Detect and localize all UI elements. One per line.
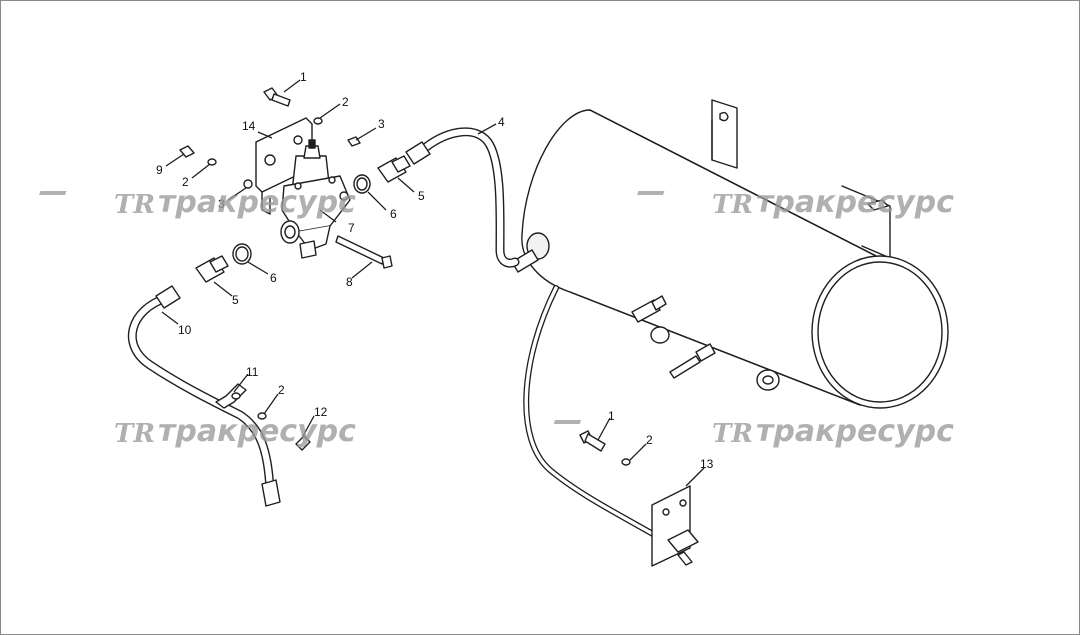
callout-3-left: 3 bbox=[218, 197, 225, 211]
callout-12: 12 bbox=[314, 405, 328, 419]
watermark-logo: TR bbox=[712, 419, 753, 449]
drain-line bbox=[523, 285, 663, 541]
callout-1-top: 1 bbox=[300, 70, 307, 84]
bolt-1-lower bbox=[579, 430, 631, 466]
watermark-top-right: TR тракресурс bbox=[637, 185, 954, 220]
bolt-1-top bbox=[263, 87, 361, 147]
callout-5-lower: 5 bbox=[232, 293, 239, 307]
callout-2-left: 2 bbox=[182, 175, 189, 189]
watermark-bottom-right: TR тракресурс bbox=[553, 414, 954, 449]
callout-labels: 1 2 3 14 9 2 3 7 6 5 4 8 6 5 10 11 2 12 … bbox=[156, 70, 714, 471]
watermark-logo: TR bbox=[712, 190, 753, 220]
watermark-logo: TR bbox=[114, 419, 155, 449]
watermark-bottom-left: TR тракресурс bbox=[114, 414, 356, 449]
leader-lines bbox=[161, 79, 705, 487]
watermark-brand: тракресурс bbox=[756, 185, 954, 220]
air-tank bbox=[511, 99, 949, 409]
bolt-9 bbox=[179, 145, 253, 189]
callout-13: 13 bbox=[700, 457, 714, 471]
bolt-8 bbox=[335, 235, 393, 269]
watermark-top-left: TR тракресурс bbox=[39, 185, 356, 220]
drain-valve-bracket bbox=[651, 485, 699, 567]
callout-11: 11 bbox=[246, 365, 259, 379]
callout-6-upper: 6 bbox=[390, 207, 397, 221]
watermark-brand: тракресурс bbox=[158, 414, 356, 449]
watermark-logo: TR bbox=[114, 190, 155, 220]
callout-5-upper: 5 bbox=[418, 189, 425, 203]
callout-2-lower: 2 bbox=[278, 383, 285, 397]
callout-9: 9 bbox=[156, 163, 163, 177]
callout-6-lower: 6 bbox=[270, 271, 277, 285]
watermark-brand: тракресурс bbox=[158, 185, 356, 220]
watermark-brand: тракресурс bbox=[756, 414, 954, 449]
callout-3-top: 3 bbox=[378, 117, 385, 131]
hose-10 bbox=[127, 285, 311, 507]
callout-2-right: 2 bbox=[646, 433, 653, 447]
callout-2-top: 2 bbox=[342, 95, 349, 109]
callout-10: 10 bbox=[178, 323, 192, 337]
callout-8: 8 bbox=[346, 275, 353, 289]
callout-7: 7 bbox=[348, 221, 355, 235]
fitting-5-lower bbox=[195, 243, 252, 283]
fitting-5-upper bbox=[353, 155, 411, 194]
callout-1-right: 1 bbox=[608, 409, 615, 423]
callout-14: 14 bbox=[242, 119, 256, 133]
callout-4: 4 bbox=[498, 115, 505, 129]
hose-4 bbox=[405, 127, 520, 268]
